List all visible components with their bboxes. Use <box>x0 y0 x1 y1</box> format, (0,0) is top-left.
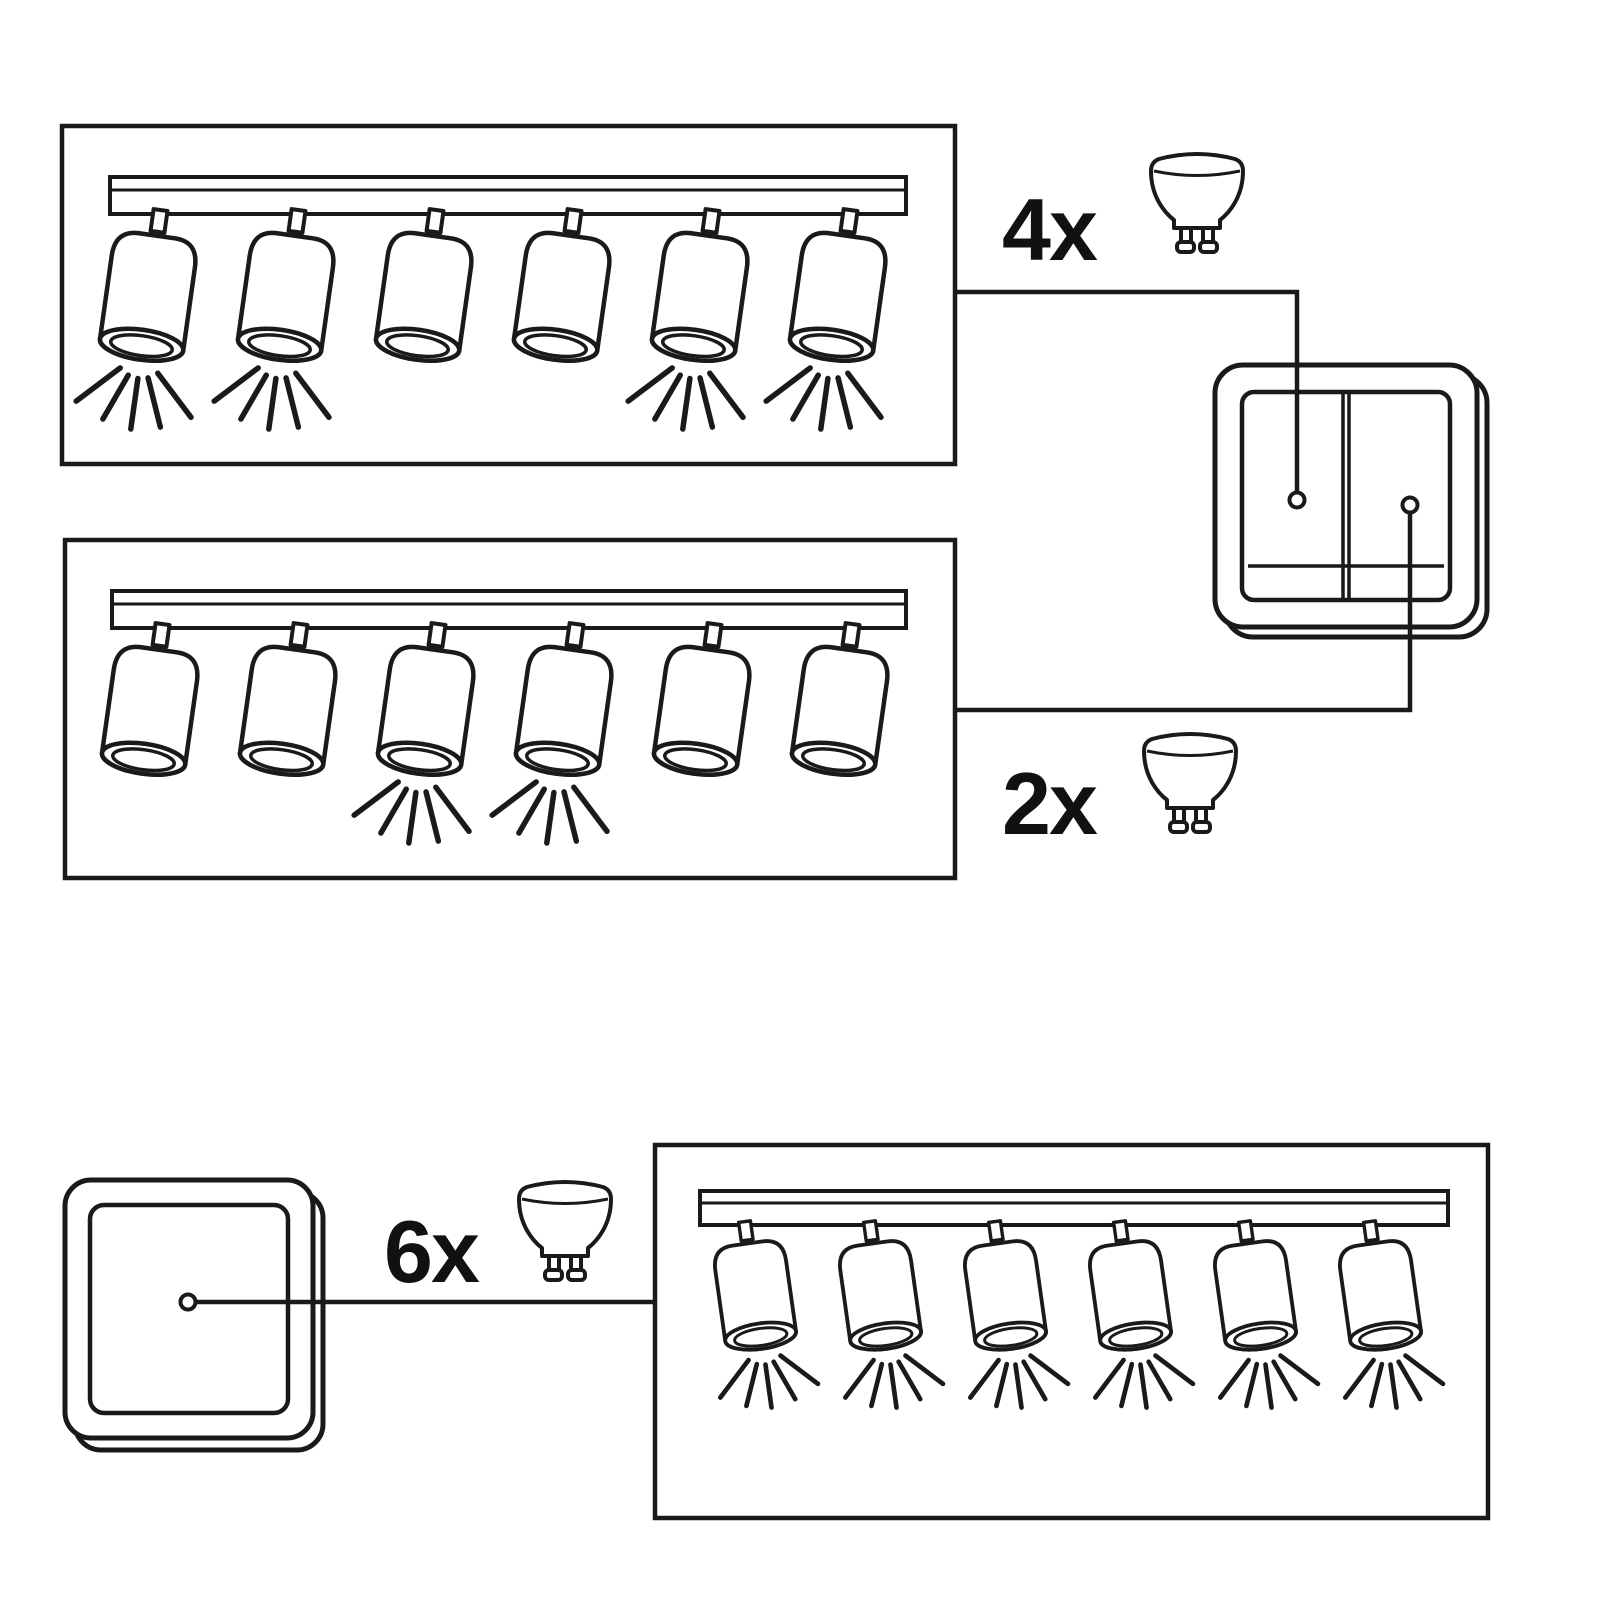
wire-middle-panel-to-right-rocker <box>955 505 1413 713</box>
double-switch <box>1212 362 1490 640</box>
connection-dot-right-rocker <box>1400 495 1420 515</box>
gu10-bulb-icon <box>1142 732 1238 834</box>
connection-dot-left-rocker <box>1287 490 1307 510</box>
bulb-count-label-bottom: 6x <box>384 1202 480 1301</box>
wires <box>188 289 1413 1305</box>
fixture-panel-bottom <box>652 1142 1491 1521</box>
fixture-panel-top <box>59 123 958 467</box>
bulb-count-label-top: 4x <box>1002 180 1098 279</box>
ceiling-bar <box>110 589 908 630</box>
gu10-bulb-icon <box>517 1180 613 1282</box>
ceiling-bar <box>108 175 908 216</box>
bulb-count-label-middle: 2x <box>1002 754 1098 853</box>
single-switch <box>62 1177 326 1453</box>
connection-dot-single-switch <box>178 1292 198 1312</box>
ceiling-bar <box>698 1189 1450 1227</box>
double-switch-rocker-frame <box>1239 389 1453 603</box>
fixture-panel-middle <box>62 537 958 881</box>
connection-dots <box>178 490 1420 1312</box>
wire-top-panel-to-left-rocker <box>955 289 1300 500</box>
gu10-bulb-icon <box>1149 152 1245 254</box>
